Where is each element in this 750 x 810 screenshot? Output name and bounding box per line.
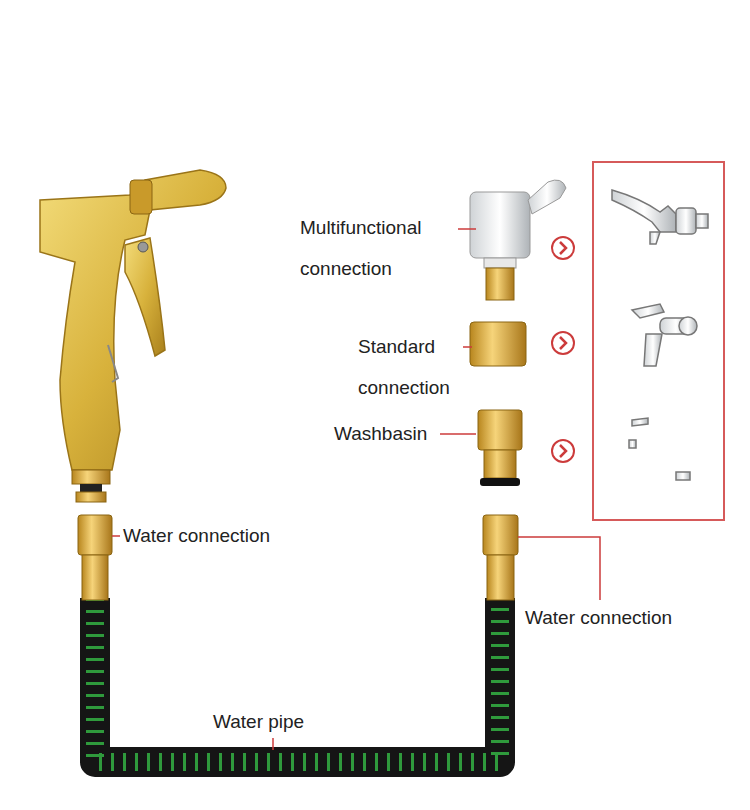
arrow-circles <box>552 237 574 462</box>
part-label: Water connection <box>123 515 323 556</box>
water-hose <box>78 515 518 762</box>
part-label: Washbasin <box>334 413 444 454</box>
spray-gun <box>40 170 226 502</box>
leader-lines <box>112 229 600 750</box>
part-label: Multifunctional connection <box>300 207 458 289</box>
faucet-frame <box>593 162 724 520</box>
part-label: Standard connection <box>358 326 483 408</box>
part-label: Water connection <box>525 597 725 638</box>
adapters <box>470 180 566 486</box>
faucets <box>612 190 708 480</box>
part-label: Water pipe <box>213 701 353 742</box>
